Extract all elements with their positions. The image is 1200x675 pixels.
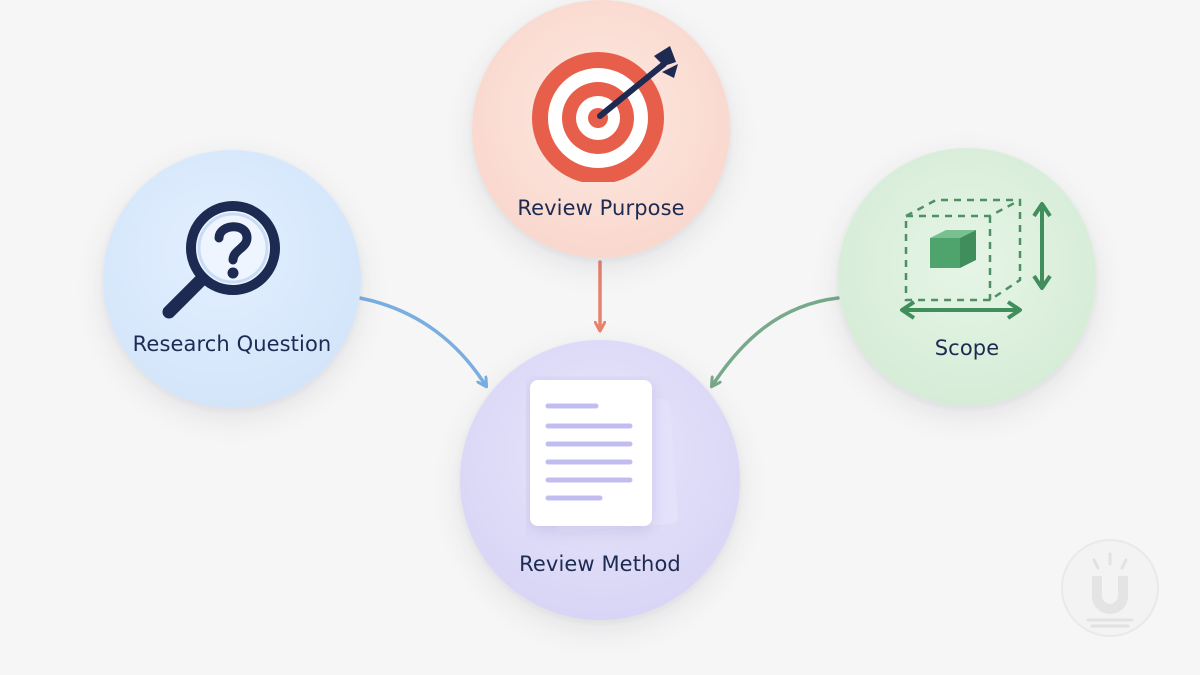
- scope-label: Scope: [934, 336, 1000, 360]
- node-research-question: Research Question: [103, 150, 361, 408]
- edge-research-question-to-review-method: [358, 296, 486, 386]
- document-icon: [530, 380, 678, 532]
- node-review-purpose: Review Purpose: [472, 0, 730, 258]
- edge-scope-to-review-method: [712, 296, 840, 386]
- target-arrow-icon: [532, 46, 678, 182]
- magnifier-question-icon: [162, 201, 280, 319]
- logo-watermark-icon: [1061, 539, 1159, 637]
- review-method-label: Review Method: [519, 552, 681, 576]
- cube-dimensions-icon: [900, 198, 1052, 320]
- review-purpose-label: Review Purpose: [517, 196, 685, 220]
- research-question-label: Research Question: [132, 332, 332, 356]
- node-review-method: Review Method: [460, 340, 740, 620]
- node-scope: Scope: [838, 148, 1096, 406]
